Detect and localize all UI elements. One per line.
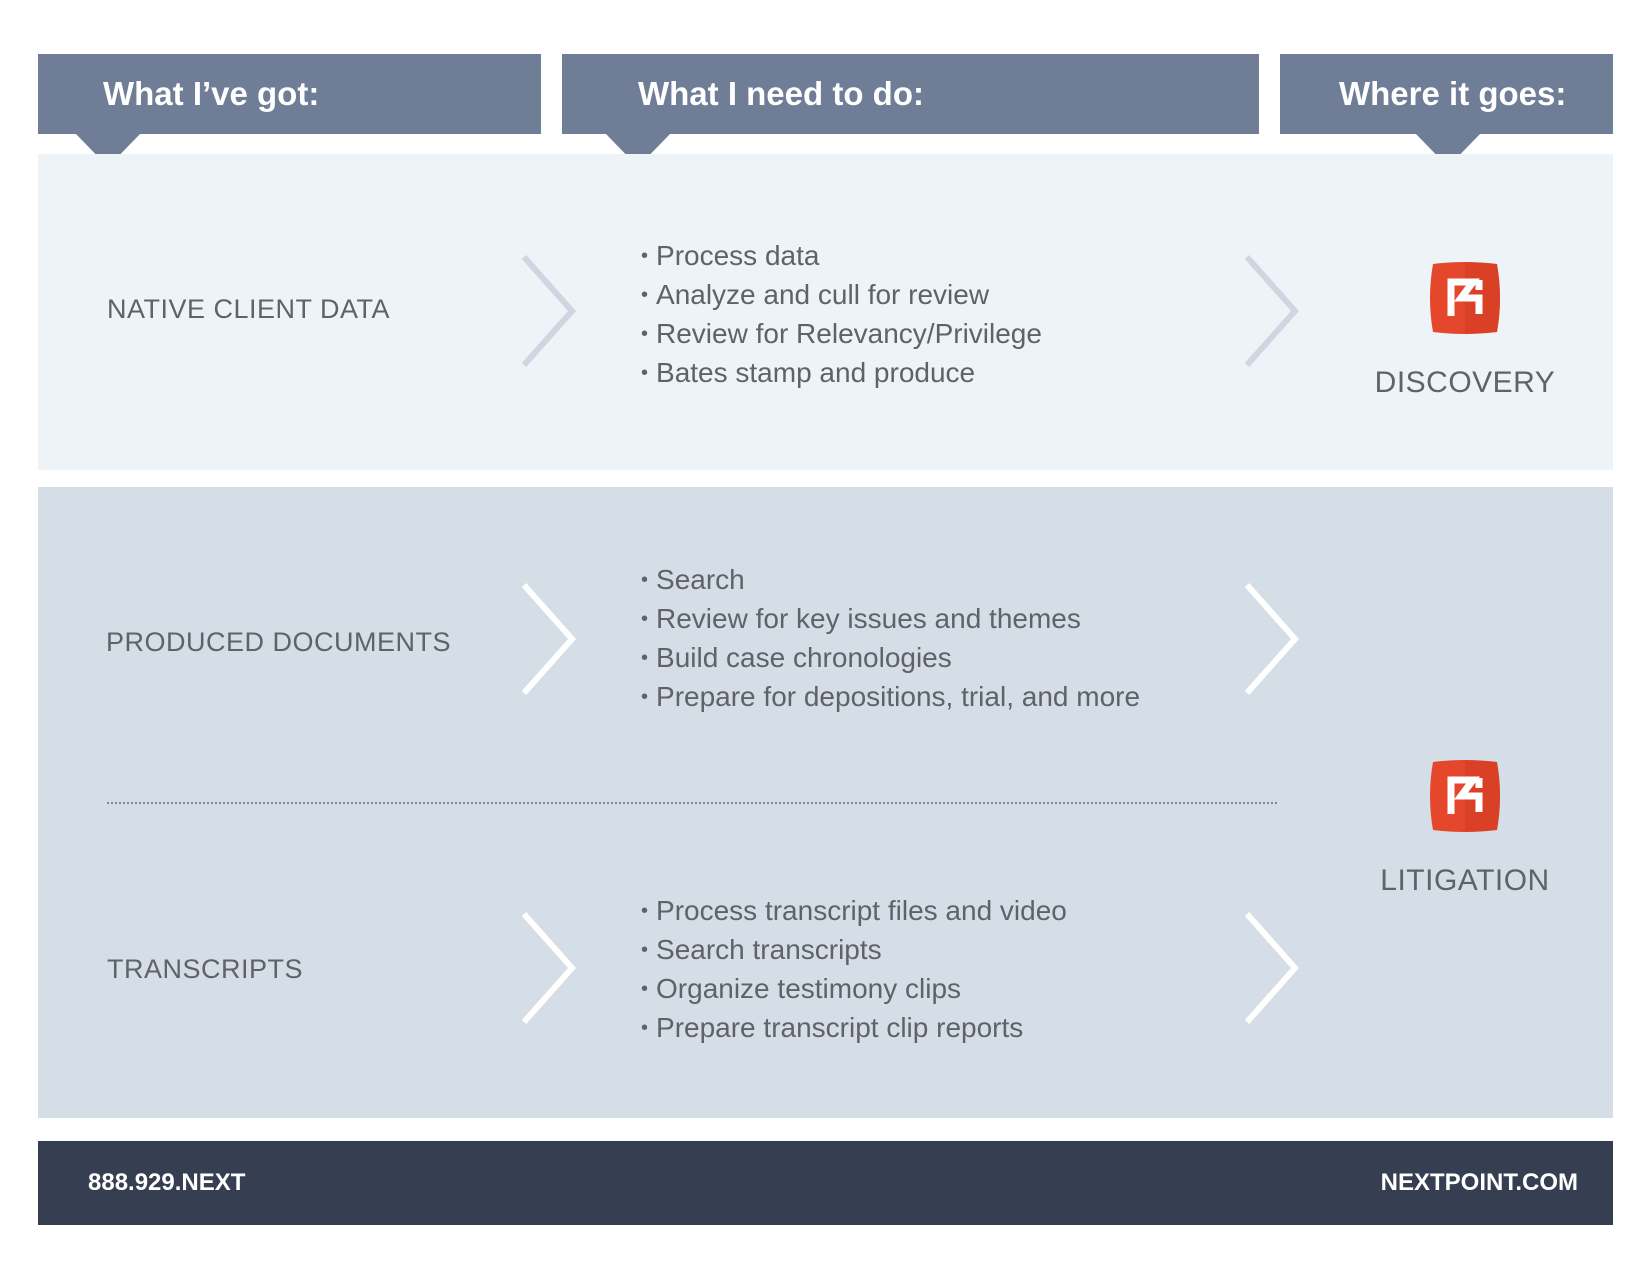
step-item: Bates stamp and produce bbox=[641, 355, 1042, 394]
header-col2-label: What I need to do: bbox=[638, 75, 924, 112]
steps-list-native-client-data: Process data Analyze and cull for review… bbox=[641, 238, 1042, 394]
header-what-ive-got: What I’ve got: bbox=[38, 54, 541, 167]
step-item: Review for key issues and themes bbox=[641, 601, 1140, 640]
row-divider bbox=[107, 802, 1277, 804]
step-item: Analyze and cull for review bbox=[641, 277, 1042, 316]
destination-discovery: DISCOVERY bbox=[1374, 366, 1556, 399]
step-item: Build case chronologies bbox=[641, 640, 1140, 679]
chevron-right-icon bbox=[1244, 255, 1300, 367]
footer-phone: 888.929.NEXT bbox=[88, 1169, 246, 1196]
destination-litigation: LITIGATION bbox=[1380, 864, 1550, 897]
header-col1-label: What I’ve got: bbox=[103, 75, 320, 112]
step-item: Process data bbox=[641, 238, 1042, 277]
nextpoint-logo-icon bbox=[1430, 262, 1500, 334]
source-native-client-data: NATIVE CLIENT DATA bbox=[107, 294, 391, 324]
step-item: Process transcript files and video bbox=[641, 893, 1067, 932]
header-col3-label: Where it goes: bbox=[1339, 75, 1567, 112]
steps-list-transcripts: Process transcript files and video Searc… bbox=[641, 893, 1067, 1049]
step-item: Prepare for depositions, trial, and more bbox=[641, 679, 1140, 718]
chevron-right-icon bbox=[521, 255, 577, 367]
chevron-right-icon bbox=[521, 912, 577, 1024]
nextpoint-logo-icon bbox=[1430, 760, 1500, 832]
chevron-right-icon bbox=[1244, 583, 1300, 695]
header-where-it-goes: Where it goes: bbox=[1280, 54, 1613, 167]
footer-website: NEXTPOINT.COM bbox=[1380, 1169, 1578, 1196]
chevron-right-icon bbox=[521, 583, 577, 695]
steps-list-produced-documents: Search Review for key issues and themes … bbox=[641, 562, 1140, 718]
header-what-i-need-to-do: What I need to do: bbox=[562, 54, 1259, 167]
footer-bar: 888.929.NEXT NEXTPOINT.COM bbox=[38, 1141, 1613, 1225]
chevron-right-icon bbox=[1244, 912, 1300, 1024]
step-item: Organize testimony clips bbox=[641, 971, 1067, 1010]
source-produced-documents: PRODUCED DOCUMENTS bbox=[106, 627, 452, 657]
source-transcripts: TRANSCRIPTS bbox=[107, 954, 304, 984]
step-item: Search bbox=[641, 562, 1140, 601]
step-item: Review for Relevancy/Privilege bbox=[641, 316, 1042, 355]
step-item: Search transcripts bbox=[641, 932, 1067, 971]
step-item: Prepare transcript clip reports bbox=[641, 1010, 1067, 1049]
